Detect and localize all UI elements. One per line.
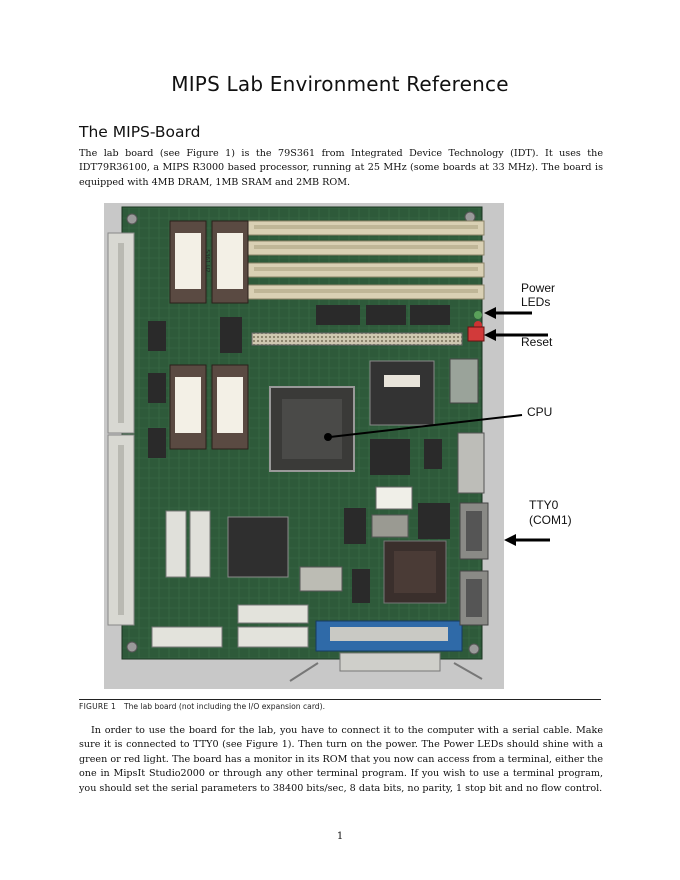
figure-caption: FIGURE 1 The lab board (not including the… [79, 702, 325, 711]
board-photo: S361 U2 [104, 203, 584, 689]
rom-chip [211, 220, 249, 304]
serial-connector [459, 502, 489, 560]
rom-label: S361 U2 [204, 249, 210, 272]
figure-caption-label: FIGURE 1 [79, 702, 116, 711]
cpu-chip [269, 386, 355, 472]
body-paragraph-1: The lab board (see Figure 1) is the 79S3… [79, 148, 603, 188]
power-led [474, 311, 482, 319]
annotation-label: Power [521, 281, 555, 295]
annotation-label: Reset [521, 335, 553, 349]
document-title: MIPS Lab Environment Reference [171, 72, 509, 96]
reset-button [467, 326, 485, 342]
annotation-power: Power LEDs [484, 281, 555, 319]
expansion-connector-left [107, 232, 135, 626]
serial-connector [459, 570, 489, 626]
annotation-label: (COM1) [529, 513, 572, 527]
rom-chip: S361 U2 [169, 220, 210, 304]
annotation-label: LEDs [521, 295, 550, 309]
section-heading: The MIPS-Board [79, 123, 201, 141]
page-number: 1 [336, 831, 344, 842]
rom-chip [211, 364, 249, 450]
parallel-connector [289, 620, 483, 682]
annotation-reset: Reset [484, 329, 553, 349]
rom-chip [169, 364, 207, 450]
plcc-chip [369, 360, 435, 426]
figure-caption-text: The lab board (not including the I/O exp… [123, 702, 326, 711]
board-figure: S361 U2 [104, 203, 584, 689]
figure-rule [79, 699, 601, 700]
annotation-tty0: TTY0 (COM1) [504, 498, 572, 546]
annotation-label: CPU [527, 405, 552, 419]
annotation-label: TTY0 [529, 498, 559, 512]
memory-slots [247, 220, 485, 346]
body-paragraph-2: In order to use the board for the lab, y… [79, 725, 603, 794]
annotation-cpu: CPU [324, 405, 552, 441]
